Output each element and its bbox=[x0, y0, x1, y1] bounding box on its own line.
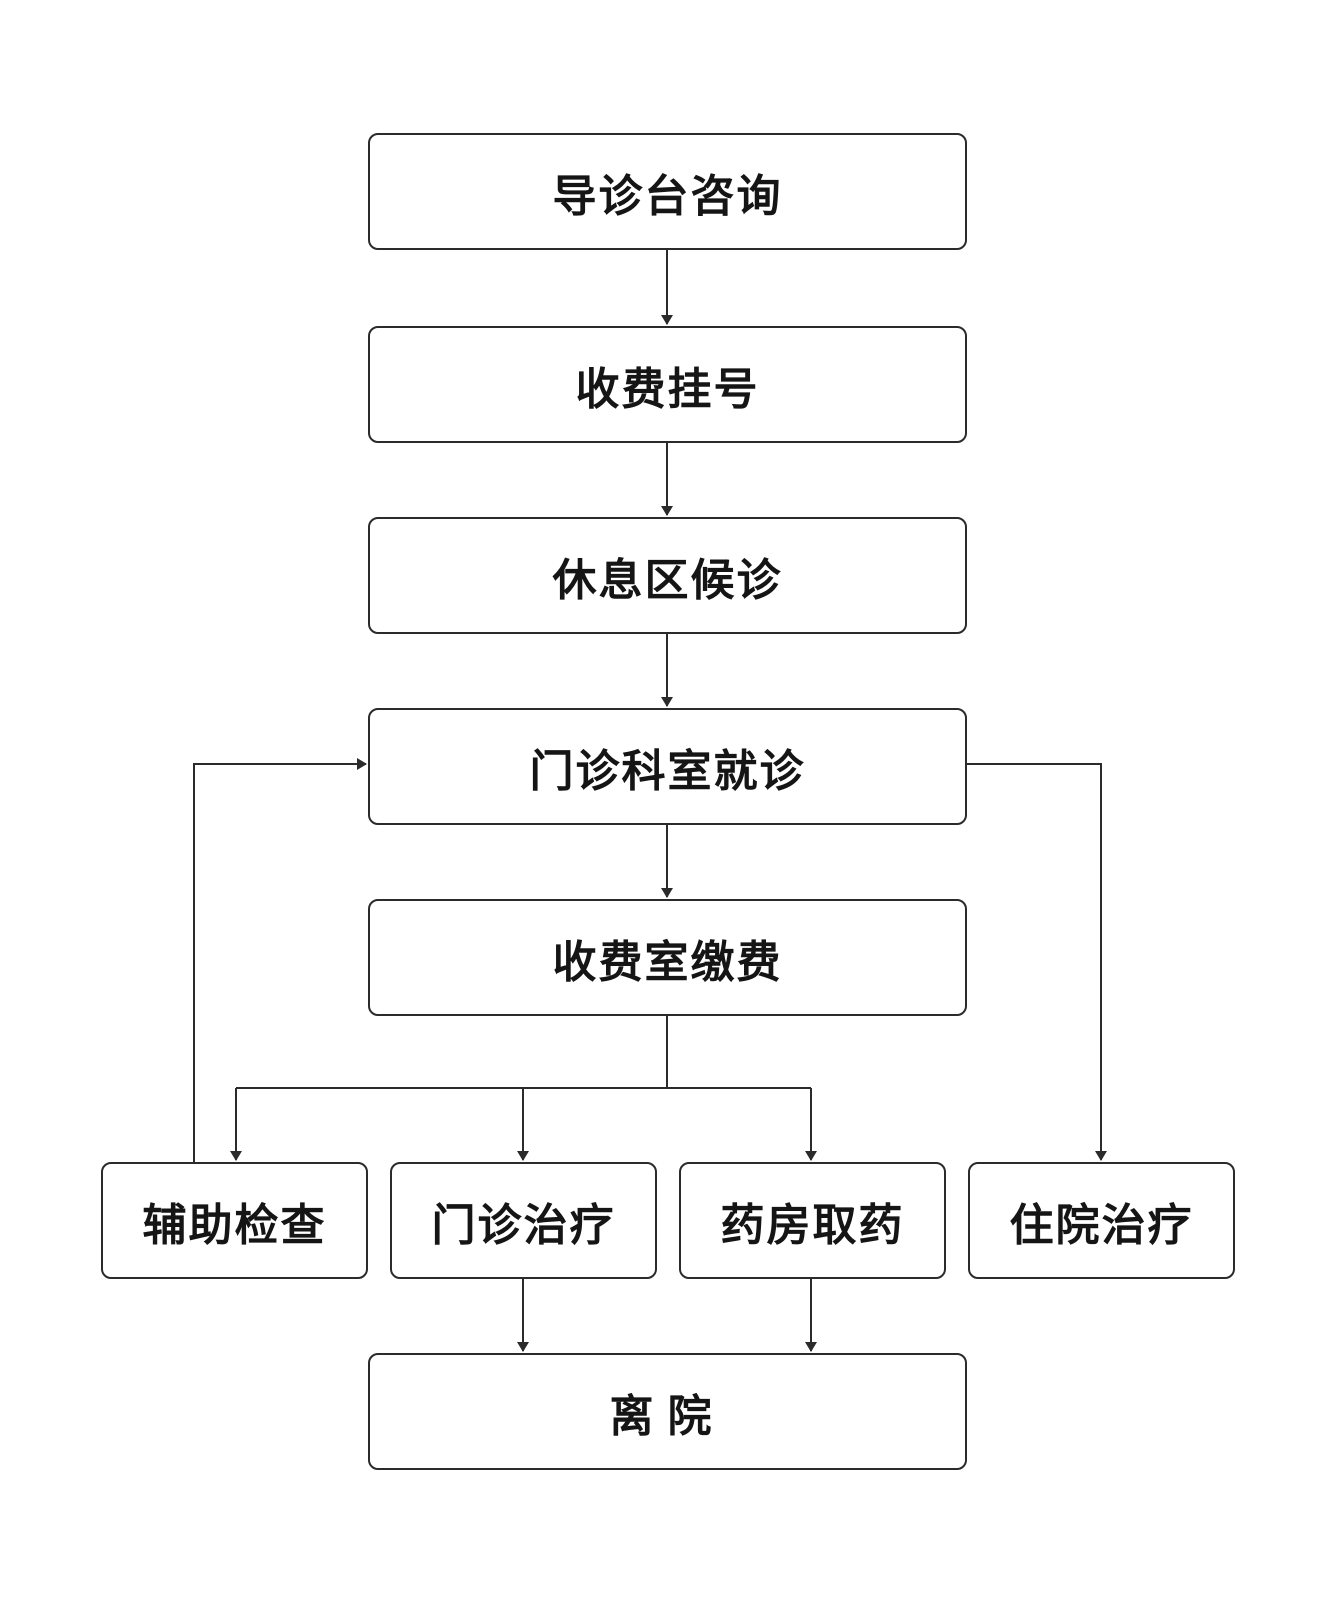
node-label: 住院治疗 bbox=[1009, 1199, 1194, 1251]
node-label: 辅助检查 bbox=[142, 1199, 327, 1251]
node-label: 收费挂号 bbox=[575, 363, 760, 415]
arrow-aux-exam-to-clinic bbox=[193, 758, 367, 1162]
node-leave-hospital: 离院 bbox=[368, 1353, 967, 1470]
node-registration: 收费挂号 bbox=[368, 326, 967, 443]
node-label: 离院 bbox=[609, 1390, 726, 1442]
node-outpatient-treatment: 门诊治疗 bbox=[390, 1162, 657, 1279]
node-label: 导诊台咨询 bbox=[552, 170, 783, 222]
arrow-clinic-to-inpatient bbox=[967, 763, 1107, 1161]
node-waiting-area: 休息区候诊 bbox=[368, 517, 967, 634]
node-outpatient-consultation: 门诊科室就诊 bbox=[368, 708, 967, 825]
node-payment: 收费室缴费 bbox=[368, 899, 967, 1016]
node-pharmacy: 药房取药 bbox=[679, 1162, 946, 1279]
node-label: 休息区候诊 bbox=[552, 554, 783, 606]
node-inpatient-treatment: 住院治疗 bbox=[968, 1162, 1235, 1279]
node-label: 门诊科室就诊 bbox=[529, 745, 806, 797]
node-auxiliary-examination: 辅助检查 bbox=[101, 1162, 368, 1279]
node-label: 药房取药 bbox=[720, 1199, 905, 1251]
node-label: 收费室缴费 bbox=[552, 936, 783, 988]
node-guide-desk-consultation: 导诊台咨询 bbox=[368, 133, 967, 250]
node-label: 门诊治疗 bbox=[431, 1199, 616, 1251]
